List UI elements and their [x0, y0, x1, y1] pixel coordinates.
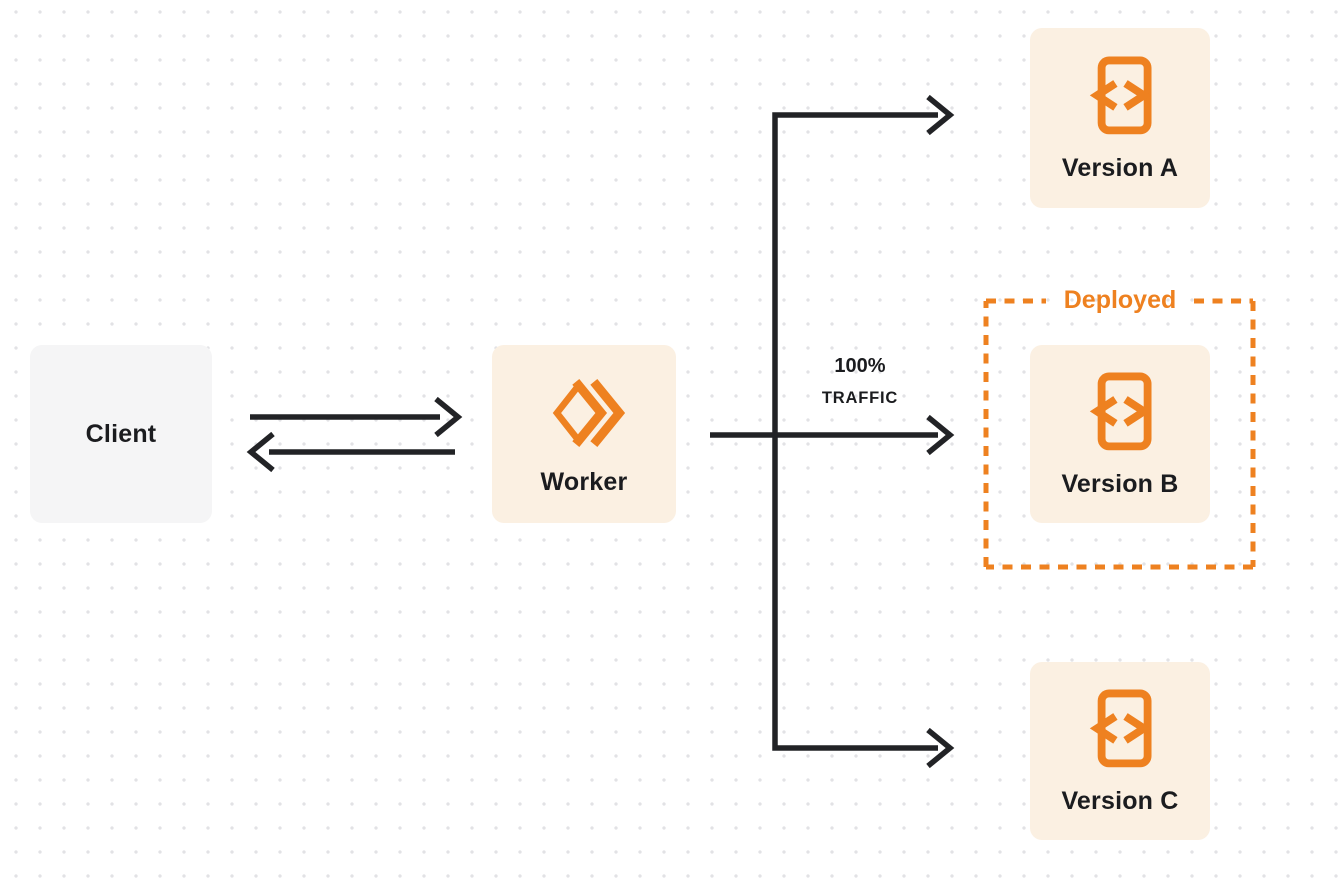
arrow-client-to-worker: [250, 396, 463, 438]
arrow-worker-to-client: [246, 431, 455, 473]
arrow-worker-to-version-b: [710, 414, 955, 456]
arrow-worker-to-version-c: [772, 435, 955, 769]
version-c-node: Version C: [1030, 662, 1210, 840]
version-b-label: Version B: [1061, 469, 1179, 498]
code-file-icon: [1074, 54, 1166, 146]
code-file-icon: [1074, 687, 1166, 779]
version-c-label: Version C: [1061, 786, 1179, 815]
worker-label: Worker: [540, 467, 628, 496]
worker-node: Worker: [492, 345, 676, 523]
client-label: Client: [85, 419, 157, 448]
traffic-percent-text: 100%: [834, 355, 886, 377]
client-node: Client: [30, 345, 212, 523]
workers-logo-icon: [543, 372, 626, 454]
traffic-word-text: TRAFFIC: [821, 389, 899, 407]
code-file-icon: [1074, 370, 1166, 462]
version-a-node: Version A: [1030, 28, 1210, 208]
deployed-label: Deployed: [1063, 286, 1177, 314]
version-b-node: Version B: [1030, 345, 1210, 523]
traffic-label: 100% TRAFFIC: [780, 350, 940, 414]
version-a-label: Version A: [1061, 153, 1179, 182]
